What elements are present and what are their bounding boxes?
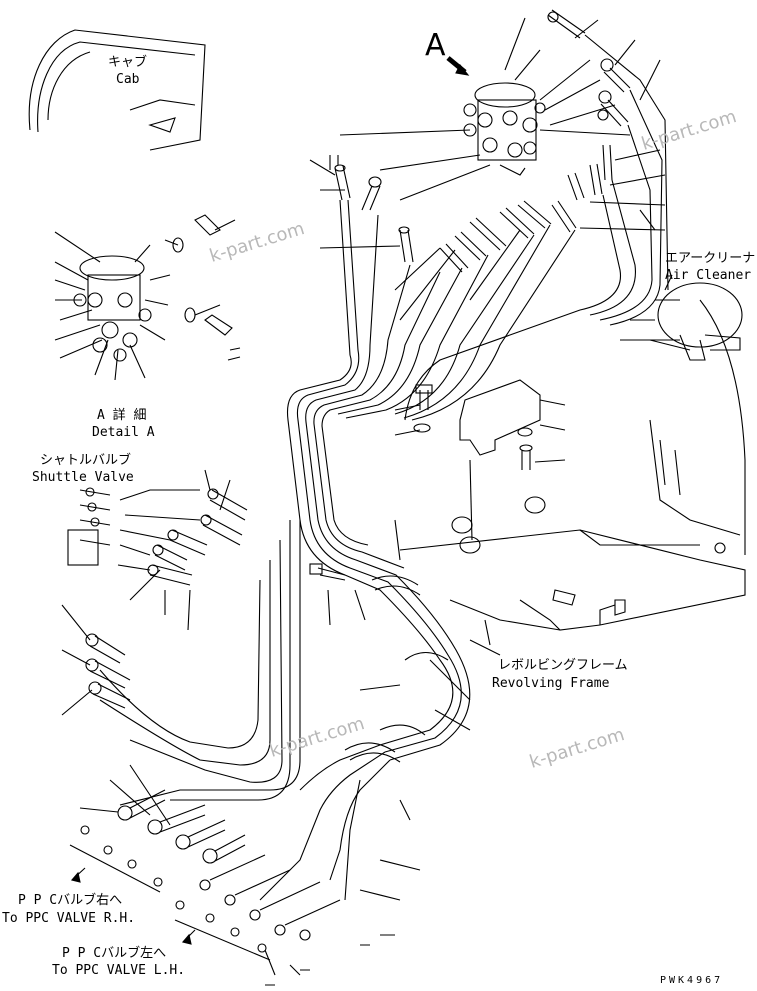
hose-bundle [99, 34, 669, 901]
leader-lines [265, 17, 691, 986]
detail-a-valve-assembly [54, 214, 241, 381]
air-cleaner-label-jp: エアークリーナ [665, 251, 756, 266]
cab-label-jp: キャブ [108, 55, 148, 70]
detail-a-label-jp: A 詳 細 [97, 408, 147, 423]
ppc-valve-lh-label-en: To PPC VALVE L.H. [52, 963, 186, 978]
shuttle-valve-label-jp: シャトルバルブ [40, 453, 132, 468]
cab-label-en: Cab [116, 72, 140, 87]
mounting-bracket [309, 379, 546, 626]
left-fittings [61, 604, 341, 976]
shuttle-valve-label-en: Shuttle Valve [32, 470, 134, 485]
valve-block-a [446, 56, 546, 176]
top-fittings [329, 9, 631, 273]
drawing-code: PWK4967 [660, 975, 724, 986]
shuttle-valves [67, 469, 248, 631]
detail-a-label-en: Detail A [92, 425, 155, 440]
revolving-frame [399, 299, 746, 656]
air-cleaner-part [620, 274, 743, 361]
ppc-valve-rh-label-en: To PPC VALVE R.H. [2, 911, 136, 926]
cab-outline [28, 29, 206, 151]
revolving-frame-label-en: Revolving Frame [492, 676, 610, 691]
view-marker-a: A [425, 28, 446, 63]
ppc-valve-lh-label-jp: P P Cバルブ左へ [62, 946, 167, 961]
revolving-frame-label-jp: レボルビングフレーム [498, 658, 628, 673]
ppc-valve-rh-label-jp: P P Cバルブ右へ [18, 893, 123, 908]
ppc-rh-fittings [69, 764, 246, 893]
ppc-lh-fittings [174, 854, 341, 976]
air-cleaner-label-en: Air Cleaner [665, 268, 752, 283]
